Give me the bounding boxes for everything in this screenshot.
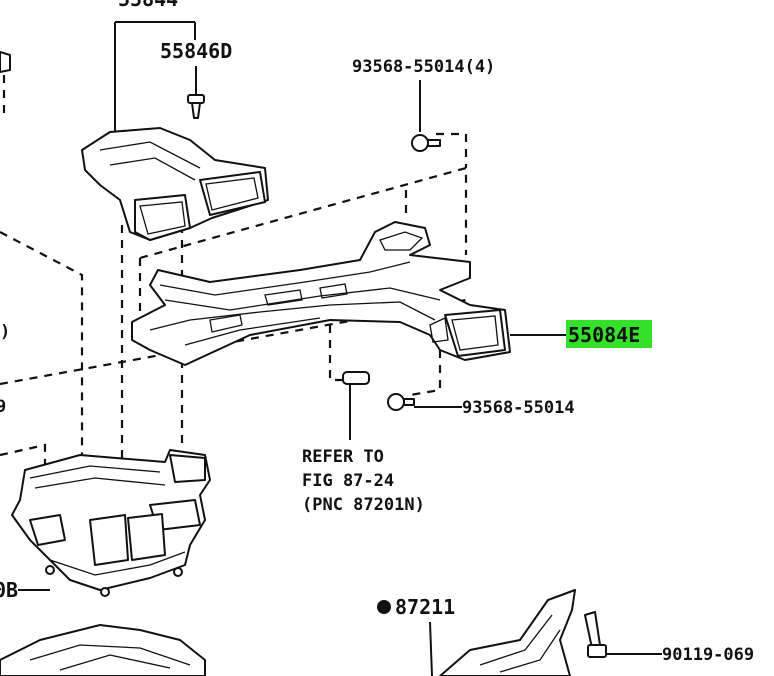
label-55846d: 55846D <box>160 39 232 63</box>
left-edge-parts <box>0 51 47 475</box>
label-87211: 87211 <box>395 595 455 619</box>
part-55844-callout: 55844 <box>114 0 196 135</box>
center-bolt: REFER TO FIG 87-24 (PNC 87201N) <box>302 371 425 515</box>
label-90119: 90119-069 <box>662 645 754 665</box>
label-left-2: 9 <box>0 397 6 417</box>
upper-duct <box>81 127 269 241</box>
bottom-left-part <box>0 624 206 676</box>
label-highlight <box>566 320 652 348</box>
label-screw-bottom: 93568-55014 <box>462 398 575 418</box>
bolt-90119: 90119-069 <box>584 611 754 665</box>
label-refer-2: FIG 87-24 <box>302 471 394 491</box>
clip-55846d: 55846D <box>160 39 232 119</box>
sensor-87211: 87211 <box>377 595 455 676</box>
main-duct-55084e <box>131 221 511 366</box>
label-left-3: 0B <box>0 578 18 602</box>
lower-duct <box>11 449 211 597</box>
label-55084e: 55084E <box>568 323 640 347</box>
label-screw-top: 93568-55014(4) <box>352 57 495 77</box>
screw-bottom: 93568-55014 <box>387 393 575 418</box>
bottom-right-part <box>439 589 576 676</box>
left-cut-labels: ) 9 0B <box>0 322 50 602</box>
label-refer-3: (PNC 87201N) <box>302 495 425 515</box>
screw-top: 93568-55014(4) <box>352 57 495 152</box>
label-55844: 55844 <box>118 0 178 11</box>
label-left-1: ) <box>0 322 10 342</box>
duct-callout: 55084E <box>510 320 652 348</box>
label-refer-1: REFER TO <box>302 447 384 467</box>
